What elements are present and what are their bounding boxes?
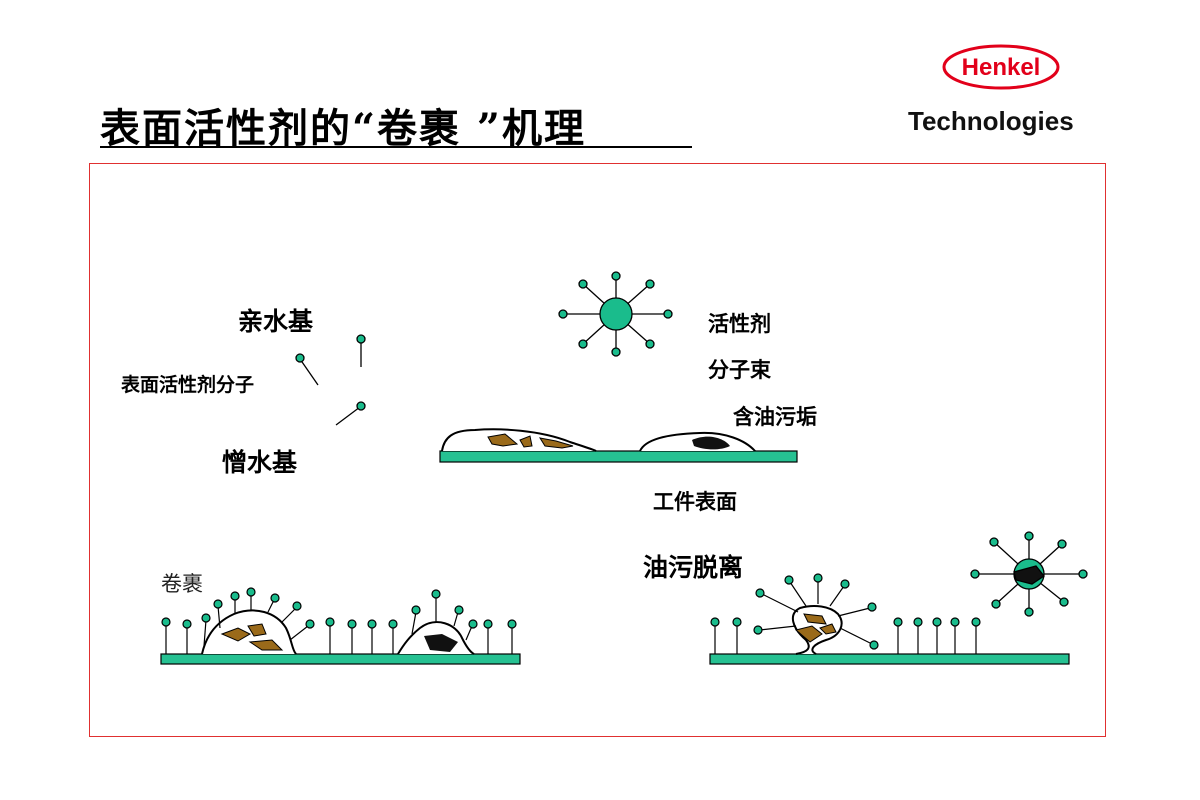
label-oil-detachment: 油污脱离 bbox=[643, 548, 743, 584]
label-surfactant-molecule: 表面活性剂分子 bbox=[121, 370, 254, 397]
label-oily-dirt: 含油污垢 bbox=[733, 401, 817, 431]
label-hydrophilic: 亲水基 bbox=[238, 302, 313, 338]
micelle-detached bbox=[971, 532, 1087, 616]
label-hydrophobic: 憎水基 bbox=[222, 443, 297, 479]
legend-molecules bbox=[296, 335, 365, 425]
label-micelle: 分子束 bbox=[708, 354, 771, 384]
workpiece-rollup bbox=[161, 610, 520, 664]
label-surfactant: 活性剂 bbox=[708, 308, 771, 338]
workpiece-detach bbox=[710, 606, 1069, 664]
workpiece-top bbox=[440, 429, 797, 462]
label-workpiece-surface: 工件表面 bbox=[653, 486, 737, 516]
detach-molecules bbox=[711, 574, 980, 654]
label-roll-up: 卷裹 bbox=[161, 568, 203, 598]
micelle-top bbox=[559, 272, 672, 356]
